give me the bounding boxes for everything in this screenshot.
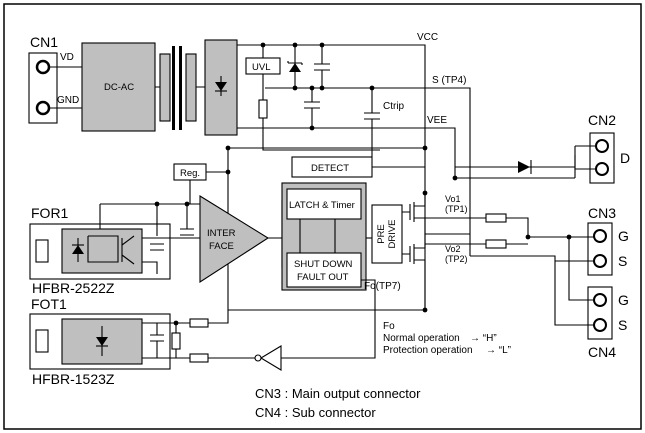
cn3-g-label: G [618,228,629,244]
for1-part-label: HFBR-2522Z [32,280,115,296]
latch-timer-label: LATCH & Timer [289,200,355,211]
fot1-pullup-resistor [189,318,209,328]
cn1-gnd-label: GND [57,95,79,106]
fo-note-title: Fo [383,321,395,332]
vo2-label: Vo2 [445,244,461,254]
fot1-resistor [171,332,181,350]
cn3-label: CN3 [588,205,616,221]
s-tp4-label: S (TP4) [432,75,466,86]
fot1-part-label: HFBR-1523Z [32,371,115,387]
vcc-label: VCC [417,32,438,43]
gate-resistor-1 [485,213,507,223]
ctrip-label: Ctrip [383,101,405,112]
uvl-label: UVL [252,62,270,73]
cn2-label: CN2 [588,112,616,128]
cn1-connector: CN1 VD GND [28,34,82,124]
s-rail [265,87,471,256]
cn1-vd-label: VD [60,52,74,63]
dc-ac-label: DC-AC [104,82,134,93]
footnote-cn4: CN4 : Sub connector [255,405,376,420]
reg-label: Reg. [180,168,200,179]
shutdown-label-2: FAULT OUT [297,272,349,283]
shutdown-block [286,252,362,288]
for1-transistor-icon [121,235,135,265]
tp2-label: (TP2) [445,254,468,264]
footnote-cn3: CN3 : Main output connector [255,386,421,401]
fot1-series-resistor [189,353,209,363]
cn1-label: CN1 [30,34,58,50]
fo-protect-label: Protection operation [383,345,473,356]
vo1-label: Vo1 [445,194,461,204]
transformer-symbol [155,46,205,130]
lower-mosfet-icon [402,240,426,270]
interface-label-2: FACE [209,241,234,252]
fot1-label: FOT1 [31,296,67,312]
fo-normal-label: Normal operation [383,333,460,344]
ctrip-capacitor [364,88,380,157]
gate-resistor-2 [485,239,507,249]
pre-drive-block [371,204,403,264]
zener-diode-icon [287,45,303,88]
cn4-label: CN4 [588,344,616,360]
vee-capacitor [304,88,320,128]
shutdown-label-1: SHUT DOWN [294,259,353,270]
interface-amplifier [199,195,270,284]
vcc-capacitor [314,45,330,88]
bleeder-resistor [258,99,268,119]
cn4-g-label: G [618,292,629,308]
desat-diode-icon [518,160,532,174]
detect-label: DETECT [311,163,349,174]
for1-label: FOR1 [31,205,69,221]
for1-amp-box [87,235,119,263]
dc-ac-block [81,42,156,132]
rectifier-diode-icon [215,76,227,96]
interface-label-1: INTER [207,228,236,239]
upper-mosfet-icon [402,193,426,228]
fo-normal-value: → “H” [470,333,497,344]
pre-drive-label-1: PRE [376,224,387,244]
vee-label: VEE [427,115,447,126]
for1-photodiode-icon [72,238,84,262]
fo-tp7-label: Fo(TP7) [364,281,401,292]
pre-drive-label-2: DRIVE [387,219,398,248]
cn2-d-label: D [620,150,630,166]
latch-timer-block [286,188,362,220]
cn4-s-label: S [618,317,627,333]
tp1-label: (TP1) [445,204,468,214]
fo-protect-value: → “L” [486,345,511,356]
cn3-s-label: S [618,253,627,269]
fot1-led-icon [96,326,108,356]
